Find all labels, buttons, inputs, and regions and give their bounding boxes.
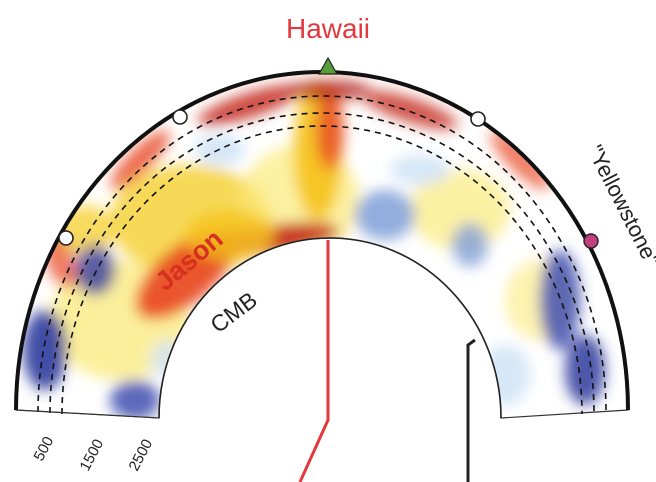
open-circle-marker [172,109,188,125]
cmb-arc [158,237,502,419]
depth-axis: 500 1500 2500 [15,409,160,474]
depth-tick-label: 2500 [126,436,157,473]
depth-tick-label: 1500 [77,436,108,473]
hawaii-label: Hawaii [286,13,370,44]
surface-markers [58,56,599,249]
contour-500 [37,95,607,413]
depth-contours [37,95,607,415]
yellowstone-plume-path [466,338,476,482]
yellowstone-marker [583,233,599,249]
cmb-label: CMB [205,286,261,338]
hawaii-triangle-marker [317,56,339,75]
contour-1500 [61,125,583,415]
depth-tick-label: 500 [31,434,58,464]
open-circle-marker [470,111,486,127]
open-circle-marker [58,230,74,246]
hawaii-plume-path [298,240,330,482]
depth-axis-line [15,409,160,419]
contour-1000 [49,112,595,414]
